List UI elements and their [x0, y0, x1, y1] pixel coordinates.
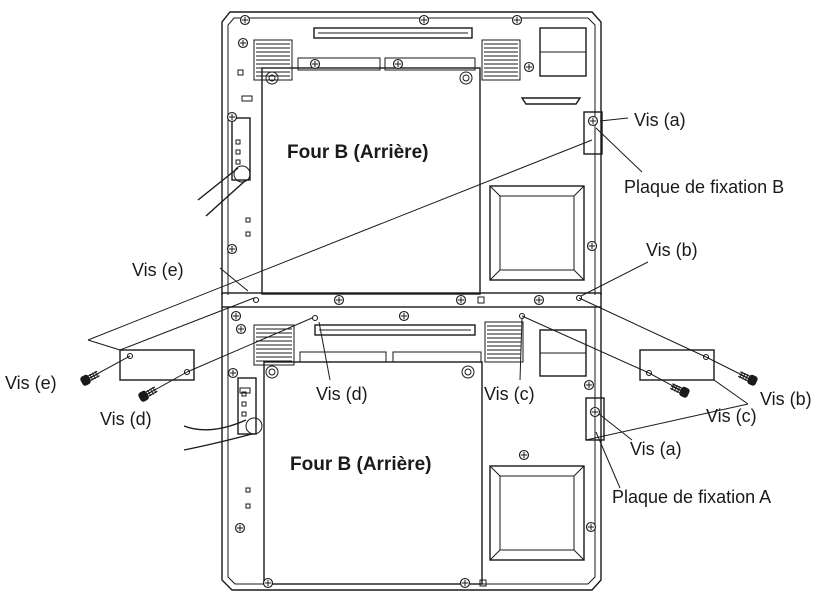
lower-oven: [183, 307, 605, 591]
joint-strip: [221, 292, 602, 308]
label-screw-b-right: Vis (b): [760, 389, 812, 409]
label-screw-d-left: Vis (d): [100, 409, 152, 429]
upper-vent-right: [481, 39, 521, 81]
label-screw-a-upper: Vis (a): [634, 110, 686, 130]
label-screw-d-center: Vis (d): [316, 384, 368, 404]
detached-plate-right: [639, 349, 715, 381]
label-plate-b: Plaque de fixation B: [624, 177, 784, 197]
label-screw-e-upper: Vis (e): [132, 260, 184, 280]
upper-oven: [197, 11, 603, 295]
upper-vent-left: [253, 39, 293, 81]
detached-plate-left: [119, 349, 195, 381]
leader-lines: [85, 117, 753, 489]
label-screw-a-lower: Vis (a): [630, 439, 682, 459]
lower-vent-right: [484, 321, 524, 363]
oven-upper-title: Four B (Arrière): [287, 142, 428, 163]
lower-vent-left: [253, 324, 295, 366]
label-screw-c-right: Vis (c): [706, 406, 757, 426]
label-screw-b-upper: Vis (b): [646, 240, 698, 260]
label-screw-e-lower: Vis (e): [5, 373, 57, 393]
label-screw-c-center: Vis (c): [484, 384, 535, 404]
oven-lower-title: Four B (Arrière): [290, 454, 431, 475]
label-plate-a: Plaque de fixation A: [612, 487, 771, 507]
